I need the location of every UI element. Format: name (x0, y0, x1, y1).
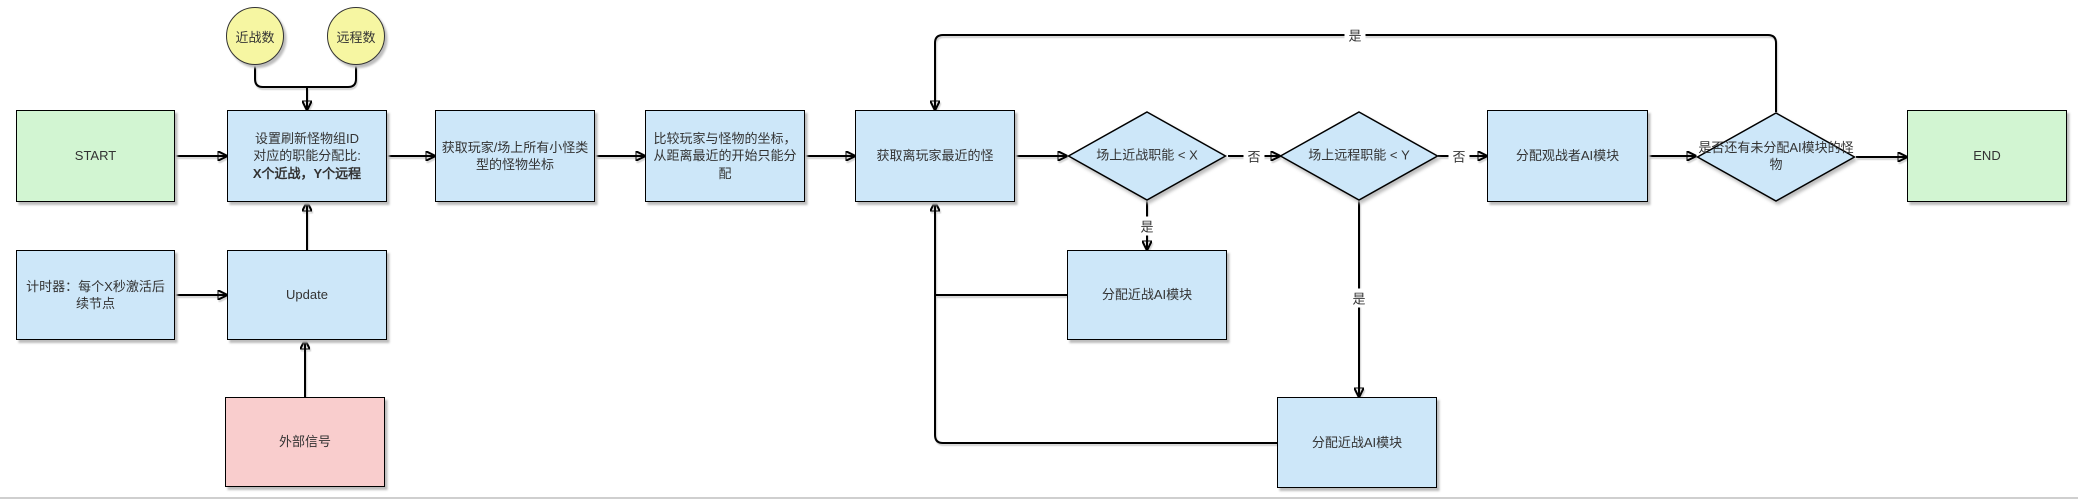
edge-label-loop-yes: 是 (1344, 25, 1366, 45)
node-assign-melee-2: 分配近战AI模块 (1277, 397, 1437, 488)
melee-count-label: 近战数 (235, 29, 275, 45)
end-label: END (1973, 148, 2001, 164)
get-all-coords-label: 获取玩家/场上所有小怪类型的怪物坐标 (441, 139, 589, 172)
node-update: Update (227, 250, 387, 340)
external-signal-label: 外部信号 (278, 434, 331, 450)
assign-spectator-label: 分配观战者AI模块 (1515, 148, 1620, 164)
edge-label-melee-yes: 是 (1136, 216, 1158, 236)
node-compare-coords: 比较玩家与怪物的坐标，从距离最近的开始只能分配 (645, 110, 805, 202)
edge-ranged-count-branch (307, 65, 357, 88)
node-timer: 计时器：每个X秒激活后续节点 (16, 250, 175, 340)
ranged-count-label: 远程数 (336, 29, 376, 45)
edge-label-ranged-yes: 是 (1348, 288, 1370, 308)
edge-label-melee-no: 否 (1243, 146, 1265, 166)
edge-remaining-check-loop (935, 34, 1777, 112)
ranged-check-label: 场上远程职能 < Y (1308, 147, 1410, 163)
edge-label-ranged-no: 否 (1448, 146, 1470, 166)
timer-label: 计时器：每个X秒激活后续节点 (26, 278, 165, 311)
compare-coords-label: 比较玩家与怪物的坐标，从距离最近的开始只能分配 (653, 131, 797, 181)
set-ratio-line3: X个近战，Y个远程 (252, 165, 362, 181)
edge-assign-melee-2-return (935, 202, 1277, 444)
node-get-all-coords: 获取玩家/场上所有小怪类型的怪物坐标 (435, 110, 595, 202)
node-ranged-count: 远程数 (327, 7, 385, 65)
set-ratio-line1: 设置刷新怪物组ID (254, 131, 359, 147)
node-set-ratio: 设置刷新怪物组ID 对应的职能分配比: X个近战，Y个远程 (227, 110, 387, 202)
melee-check-shape (1067, 111, 1227, 201)
assign-melee-2-label: 分配近战AI模块 (1311, 434, 1403, 450)
node-melee-check: 场上近战职能 < X (1067, 111, 1227, 201)
edge-melee-count-branch (254, 65, 307, 88)
node-assign-spectator: 分配观战者AI模块 (1487, 110, 1648, 202)
node-end: END (1907, 110, 2067, 202)
get-nearest-label: 获取离玩家最近的怪 (876, 148, 994, 164)
node-melee-count: 近战数 (226, 7, 284, 65)
node-start: START (16, 110, 175, 202)
remaining-check-label: 是否还有未分配AI模块的怪物 (1698, 140, 1854, 172)
start-label: START (74, 148, 117, 164)
set-ratio-line2: 对应的职能分配比: (253, 148, 361, 164)
bottom-divider (0, 497, 2078, 499)
node-ranged-check: 场上远程职能 < Y (1279, 111, 1439, 201)
ranged-check-shape (1279, 111, 1439, 201)
melee-check-label: 场上近战职能 < X (1096, 147, 1198, 163)
node-assign-melee-1: 分配近战AI模块 (1067, 250, 1227, 340)
remaining-check-shape (1696, 112, 1856, 202)
assign-melee-1-label: 分配近战AI模块 (1101, 287, 1193, 303)
node-get-nearest: 获取离玩家最近的怪 (855, 110, 1015, 202)
node-external-signal: 外部信号 (225, 397, 385, 487)
node-remaining-check: 是否还有未分配AI模块的怪物 (1696, 112, 1856, 202)
update-label: Update (286, 287, 328, 303)
